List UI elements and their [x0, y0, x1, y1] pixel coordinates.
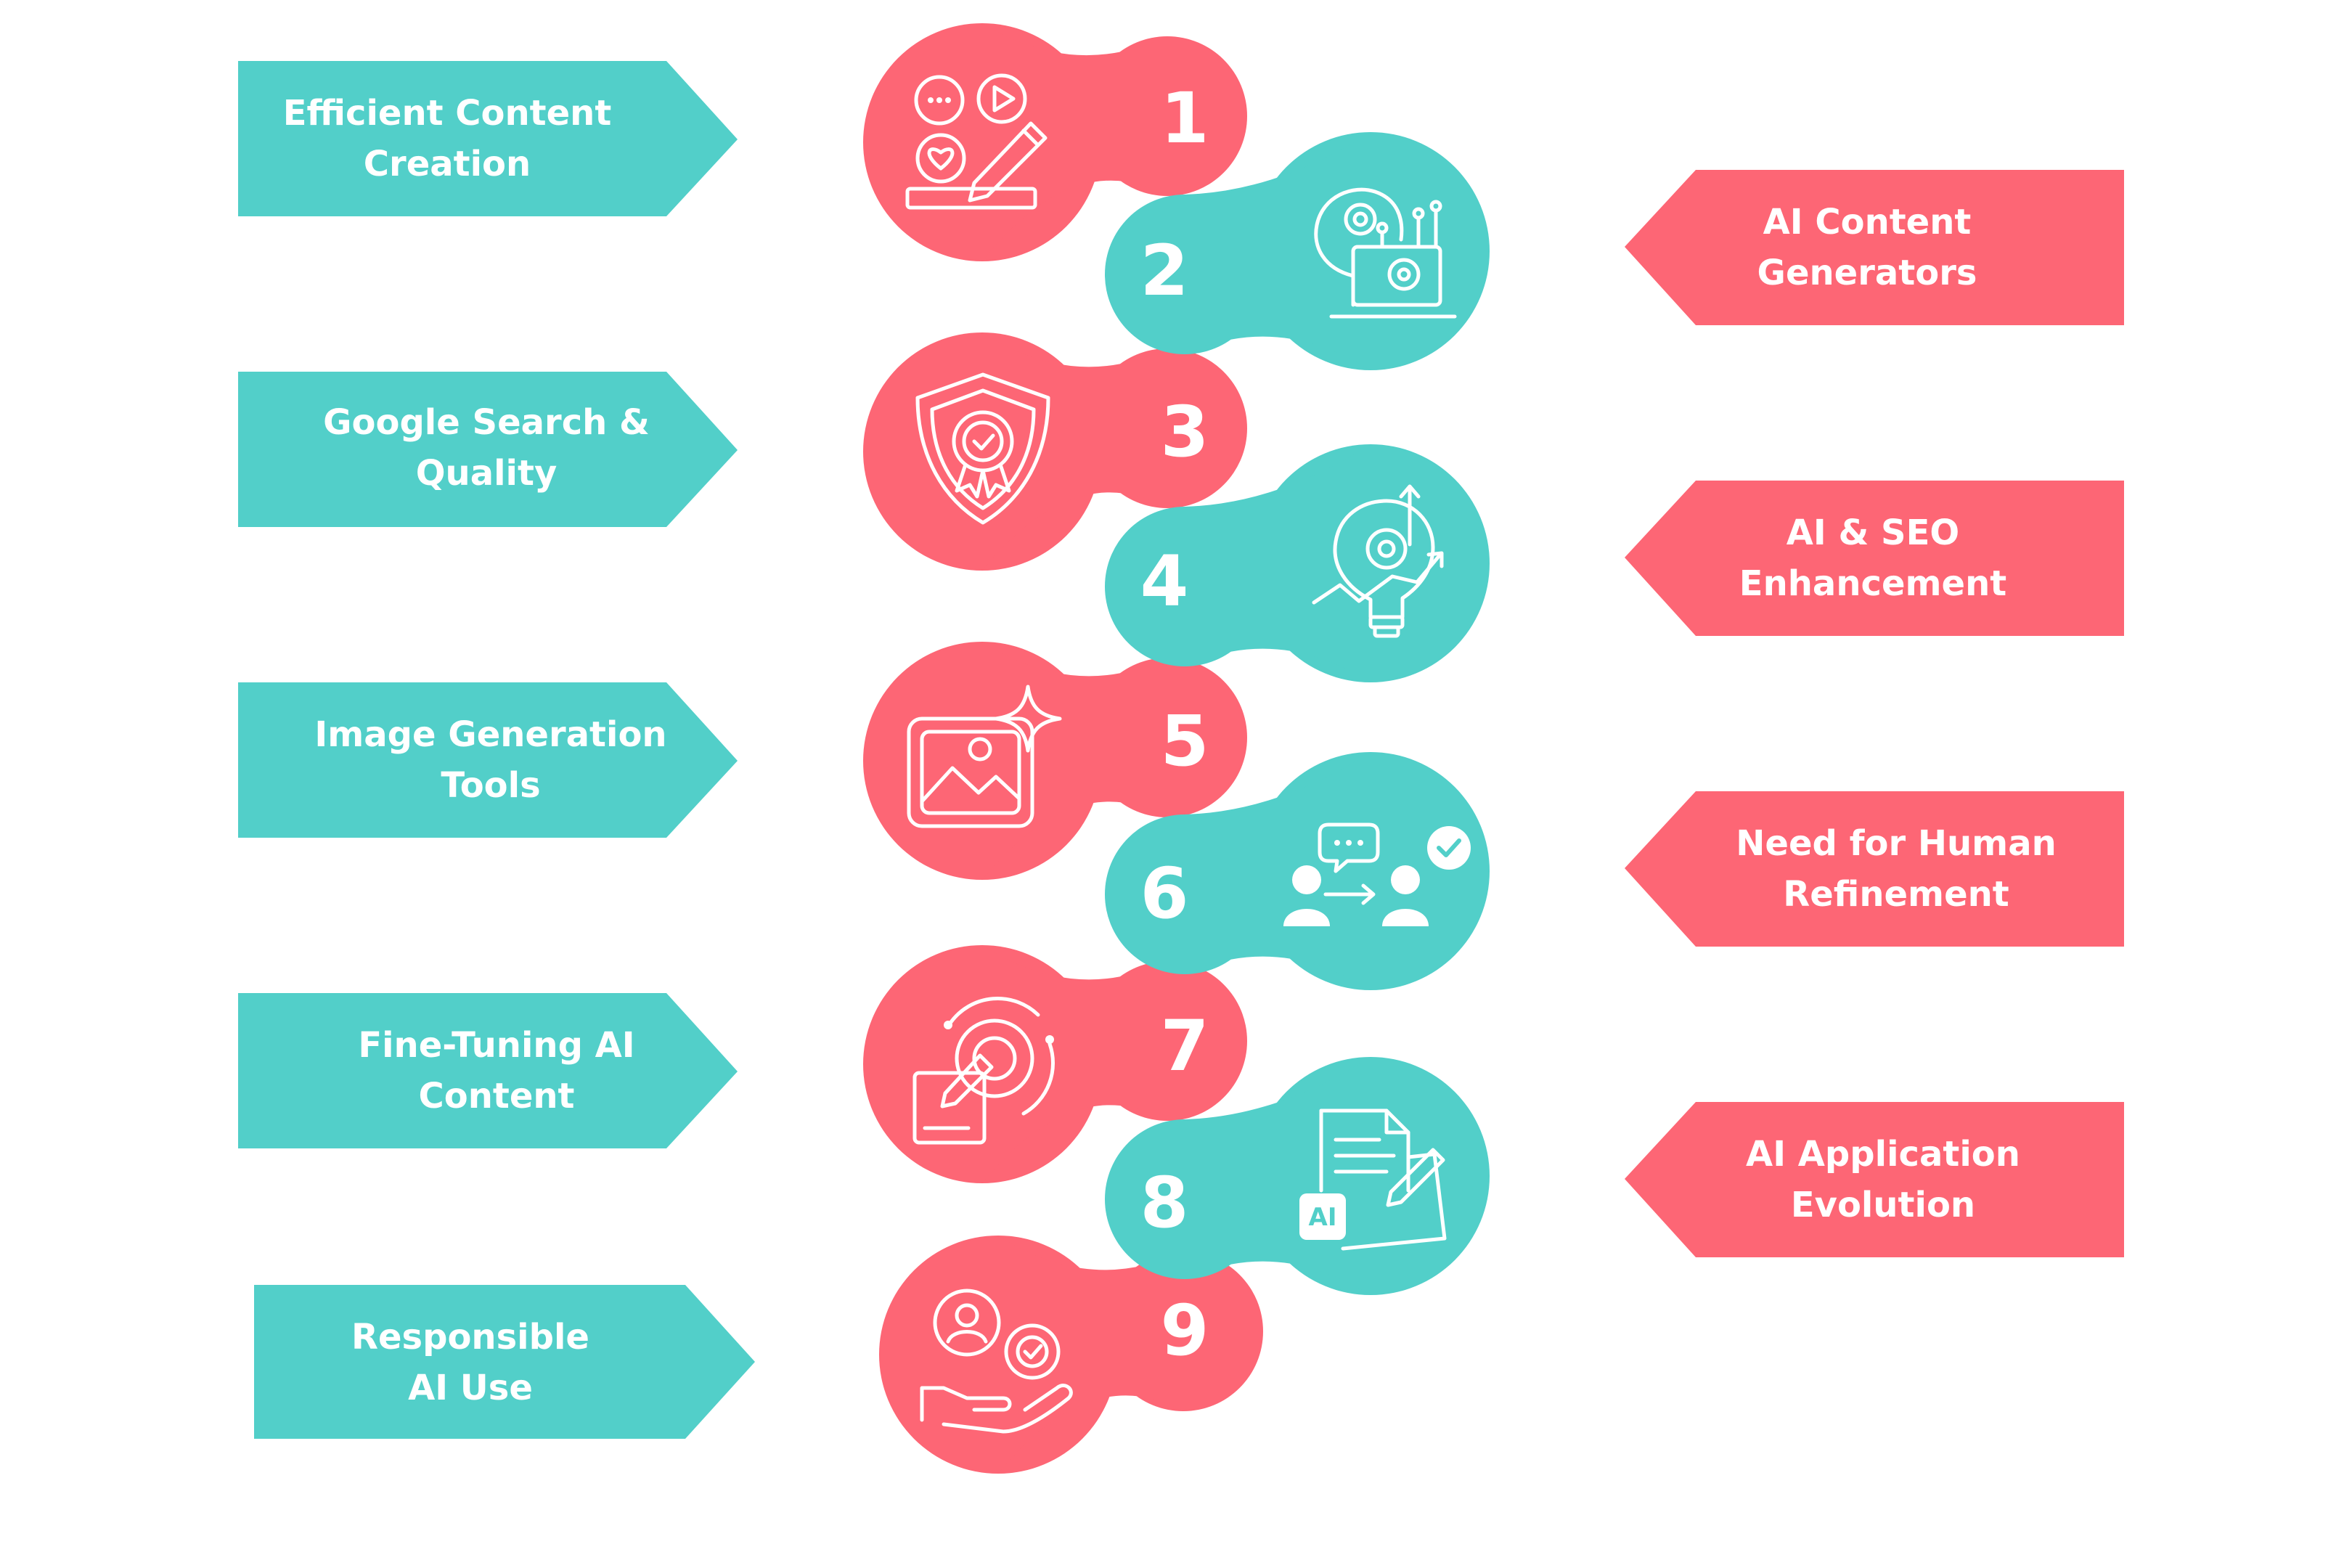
right-arrow-1: AI Content Generators: [1625, 170, 2124, 325]
step-number-1: 1: [1161, 78, 1209, 159]
image-sparkle-icon: [907, 685, 1062, 828]
left-arrow-2-line2: Quality: [416, 453, 558, 494]
right-arrow-3: Need for Human Refinement: [1625, 791, 2124, 947]
left-arrow-5: Responsible AI Use: [254, 1285, 755, 1439]
step-number-7: 7: [1161, 1005, 1209, 1087]
right-arrow-3-line2: Refinement: [1783, 874, 2009, 915]
step-number-9: 9: [1161, 1290, 1209, 1371]
left-arrow-1-line2: Creation: [364, 144, 531, 184]
left-arrow-1: Efficient Content Creation: [238, 61, 738, 216]
left-arrow-2: Google Search & Quality: [238, 372, 738, 527]
left-arrow-4: Fine-Tuning AI Content: [238, 993, 738, 1148]
step-number-6: 6: [1140, 853, 1189, 934]
step-number-2: 2: [1140, 230, 1189, 311]
step-number-5: 5: [1161, 701, 1209, 782]
right-arrow-2-line1: AI & SEO: [1787, 513, 1959, 553]
right-arrow-2: AI & SEO Enhancement: [1625, 481, 2124, 636]
content-creation-icon: [905, 73, 1048, 210]
step-bubble-6: [1105, 752, 1490, 990]
right-arrow-1-line1: AI Content: [1763, 202, 1972, 242]
left-arrow-1-line1: Efficient Content: [283, 93, 612, 134]
left-arrow-3-line2: Tools: [441, 765, 540, 806]
right-arrow-4-line2: Evolution: [1791, 1185, 1975, 1225]
step-bubble-2: [1105, 132, 1490, 370]
quality-shield-icon: [915, 372, 1050, 525]
left-arrow-4-line1: Fine-Tuning AI: [358, 1025, 634, 1066]
right-arrow-4-line1: AI Application: [1746, 1134, 2020, 1175]
left-arrow-3-line1: Image Generation: [314, 714, 666, 755]
step-number-8: 8: [1140, 1162, 1189, 1244]
human-feedback-icon: [1283, 822, 1471, 926]
step-bubble-7: [863, 945, 1247, 1183]
left-arrow-5-line1: Responsible: [351, 1317, 589, 1357]
step-bubble-4: [1105, 444, 1490, 682]
ai-badge-text: AI: [1309, 1203, 1337, 1232]
responsible-hand-icon: [920, 1289, 1073, 1434]
left-arrow-4-line2: Content: [419, 1076, 575, 1116]
seo-bulb-growth-icon: [1312, 484, 1444, 638]
left-arrow-5-line2: AI Use: [408, 1368, 533, 1408]
right-arrow-3-line1: Need for Human: [1736, 823, 2057, 864]
left-arrow-3: Image Generation Tools: [238, 682, 738, 838]
ai-document-icon: AI: [1299, 1108, 1447, 1251]
ai-head-gears-icon: [1314, 187, 1457, 319]
fine-tuning-gear-icon: [912, 997, 1055, 1145]
step-number-4: 4: [1140, 541, 1189, 622]
right-arrow-1-line2: Generators: [1757, 253, 1977, 293]
step-number-3: 3: [1161, 391, 1209, 473]
left-arrow-2-line1: Google Search &: [323, 402, 650, 443]
right-arrow-2-line2: Enhancement: [1739, 563, 2006, 604]
right-arrow-4: AI Application Evolution: [1625, 1102, 2124, 1257]
